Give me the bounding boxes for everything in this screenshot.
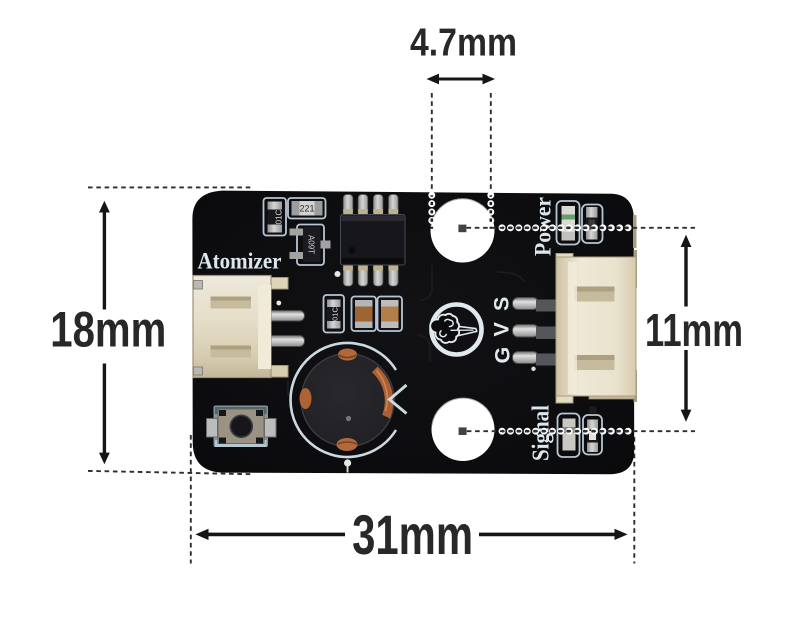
svg-text:11mm: 11mm	[645, 304, 743, 356]
svg-text:221: 221	[299, 204, 314, 214]
svg-text:01C: 01C	[275, 209, 284, 224]
svg-text:Atomizer: Atomizer	[198, 249, 282, 274]
svg-text:S: S	[490, 297, 514, 311]
svg-text:18mm: 18mm	[50, 302, 166, 358]
svg-text:01C: 01C	[331, 307, 340, 321]
svg-text:V: V	[490, 321, 514, 336]
svg-text:4.7mm: 4.7mm	[410, 22, 517, 65]
svg-text:G: G	[491, 347, 515, 364]
svg-text:31mm: 31mm	[352, 503, 473, 566]
svg-text:A09T: A09T	[307, 235, 316, 254]
